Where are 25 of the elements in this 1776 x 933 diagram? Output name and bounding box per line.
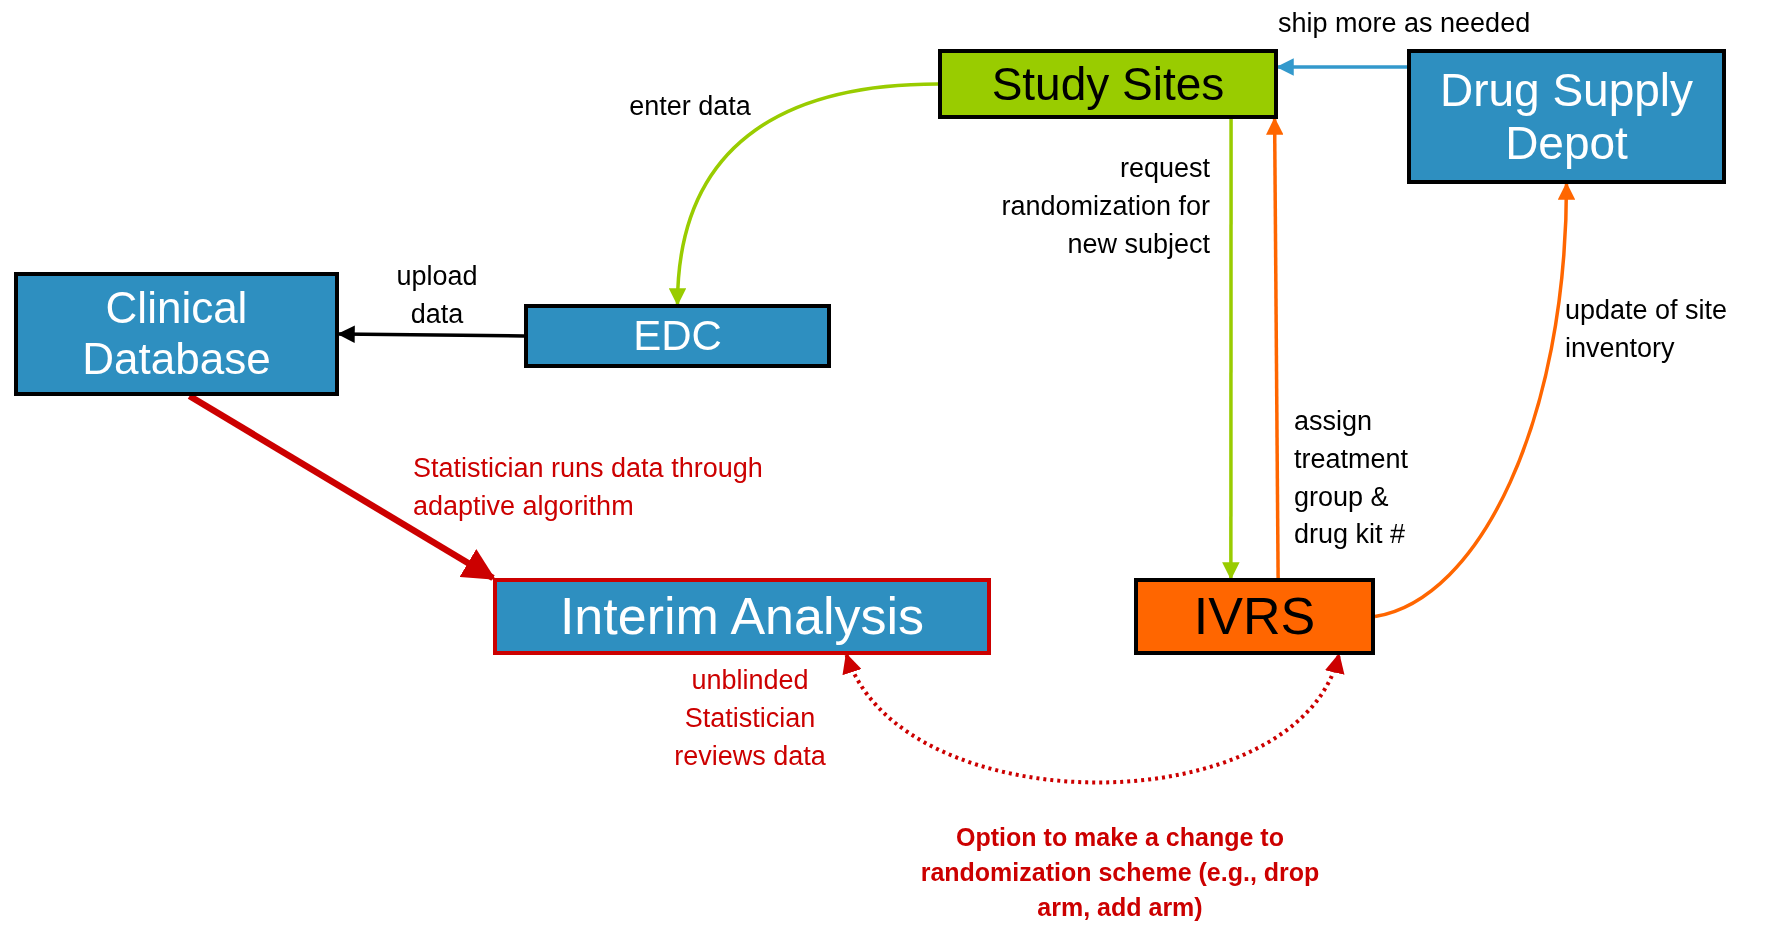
- edge-label: assign treatment group & drug kit #: [1294, 405, 1410, 552]
- edge-label: Statistician runs data through adaptive algorithm: [413, 452, 764, 523]
- process-box: [1134, 578, 1375, 655]
- process-box: [1407, 49, 1726, 184]
- edge-label: request randomization for new subject: [1000, 152, 1210, 261]
- process-box: [14, 272, 339, 396]
- box-title: Drug Supply Depot: [1438, 63, 1695, 170]
- box-title: Clinical Database: [81, 283, 272, 385]
- arrow: [1374, 182, 1575, 619]
- process-box: [938, 49, 1278, 119]
- arrow: [1222, 119, 1240, 580]
- edge-label: update of site inventory: [1565, 294, 1729, 365]
- box-title: IVRS: [1193, 586, 1316, 647]
- note-text: unblinded Statistician reviews data: [673, 664, 827, 773]
- edge-label: ship more as needed: [1278, 7, 1532, 40]
- process-box: [493, 578, 991, 655]
- process-box: [524, 304, 831, 368]
- arrow: [669, 82, 939, 306]
- box-title: Study Sites: [991, 57, 1225, 111]
- edge-label: upload data: [395, 260, 479, 331]
- box-title: EDC: [633, 311, 722, 361]
- box-title: Interim Analysis: [559, 586, 925, 647]
- edge-label: Option to make a change to randomization scheme (e.g., drop arm, add arm): [919, 822, 1321, 923]
- edge-label: enter data: [628, 90, 752, 123]
- arrow: [1265, 117, 1284, 578]
